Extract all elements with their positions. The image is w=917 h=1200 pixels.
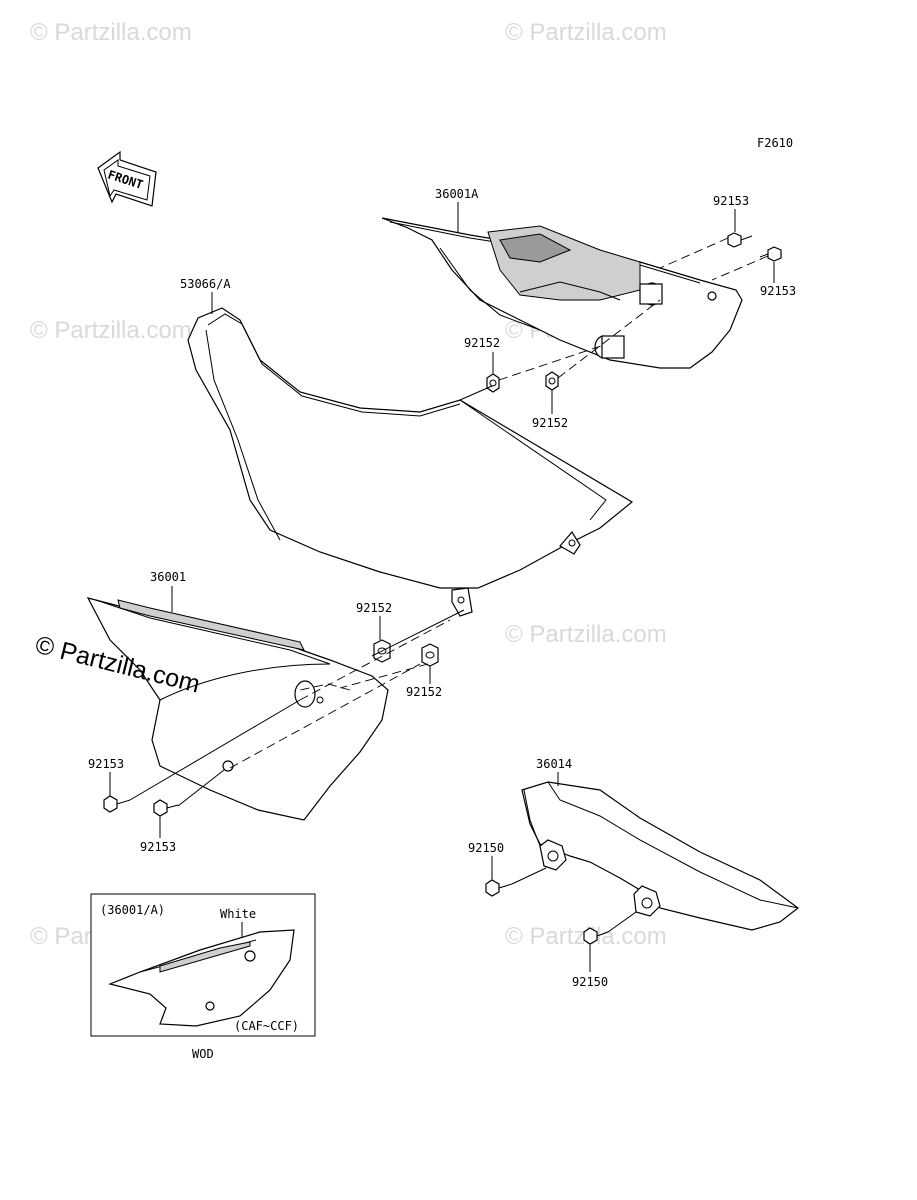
leader-line [659, 237, 729, 269]
leader-line [557, 299, 661, 379]
bolt-92150-a-icon [485, 879, 513, 897]
bolt-92153-left-a-icon [103, 795, 131, 813]
callout-left-cover: 36001 [150, 570, 186, 584]
leader-line [711, 255, 769, 281]
grommet-92152-mid-b-icon [421, 643, 439, 667]
figure-code: F2610 [757, 136, 793, 150]
grommet-92152-top-b-icon [545, 371, 559, 391]
callout-92152: 92152 [532, 416, 568, 430]
inset-box: (36001/A) White (CAF~CCF) WOD [90, 893, 316, 1061]
callout-seat: 53066/A [180, 277, 231, 291]
left-side-cover [86, 597, 389, 821]
bolt-92153-top-a-icon [727, 232, 753, 248]
inset-caption: WOD [192, 1047, 214, 1061]
leader-line [299, 683, 351, 691]
leader-line [607, 911, 637, 933]
callout-chain-cover: 36014 [536, 757, 572, 771]
leader-line [371, 609, 465, 657]
right-side-cover [381, 217, 743, 369]
watermark: © Partzilla.com [505, 621, 667, 648]
inset-model-range: (CAF~CCF) [234, 1019, 299, 1033]
seat [187, 307, 634, 617]
grommet-92152-top-a-icon [486, 373, 500, 393]
callout-92152: 92152 [356, 601, 392, 615]
inset-part-ref: (36001/A) [100, 903, 165, 917]
callout-92150: 92150 [468, 841, 504, 855]
callout-92152: 92152 [406, 685, 442, 699]
callout-92153: 92153 [713, 194, 749, 208]
watermark: © Partzilla.com [505, 19, 667, 46]
watermark: © Partzilla.com [30, 317, 192, 344]
chain-cover [521, 781, 799, 931]
bolt-92153-left-b-icon [153, 799, 179, 817]
callout-92152: 92152 [464, 336, 500, 350]
callout-92150: 92150 [572, 975, 608, 989]
callout-92153: 92153 [140, 840, 176, 854]
leader-line [229, 663, 421, 769]
inset-color-note: White [220, 907, 256, 921]
leader-line [511, 867, 547, 885]
leader-line [299, 619, 451, 701]
leader-line [339, 663, 429, 689]
leader-line [129, 699, 301, 801]
callout-right-cover: 36001A [435, 187, 479, 201]
watermark: © Partzilla.com [30, 19, 192, 46]
front-arrow-icon: FRONT [97, 150, 157, 207]
bolt-92153-top-b-icon [759, 246, 782, 262]
callout-92153: 92153 [88, 757, 124, 771]
leader-line [177, 769, 225, 807]
leader-line [498, 344, 605, 381]
leader-line [459, 385, 493, 401]
bolt-92150-b-icon [583, 927, 609, 945]
callout-92153: 92153 [760, 284, 796, 298]
